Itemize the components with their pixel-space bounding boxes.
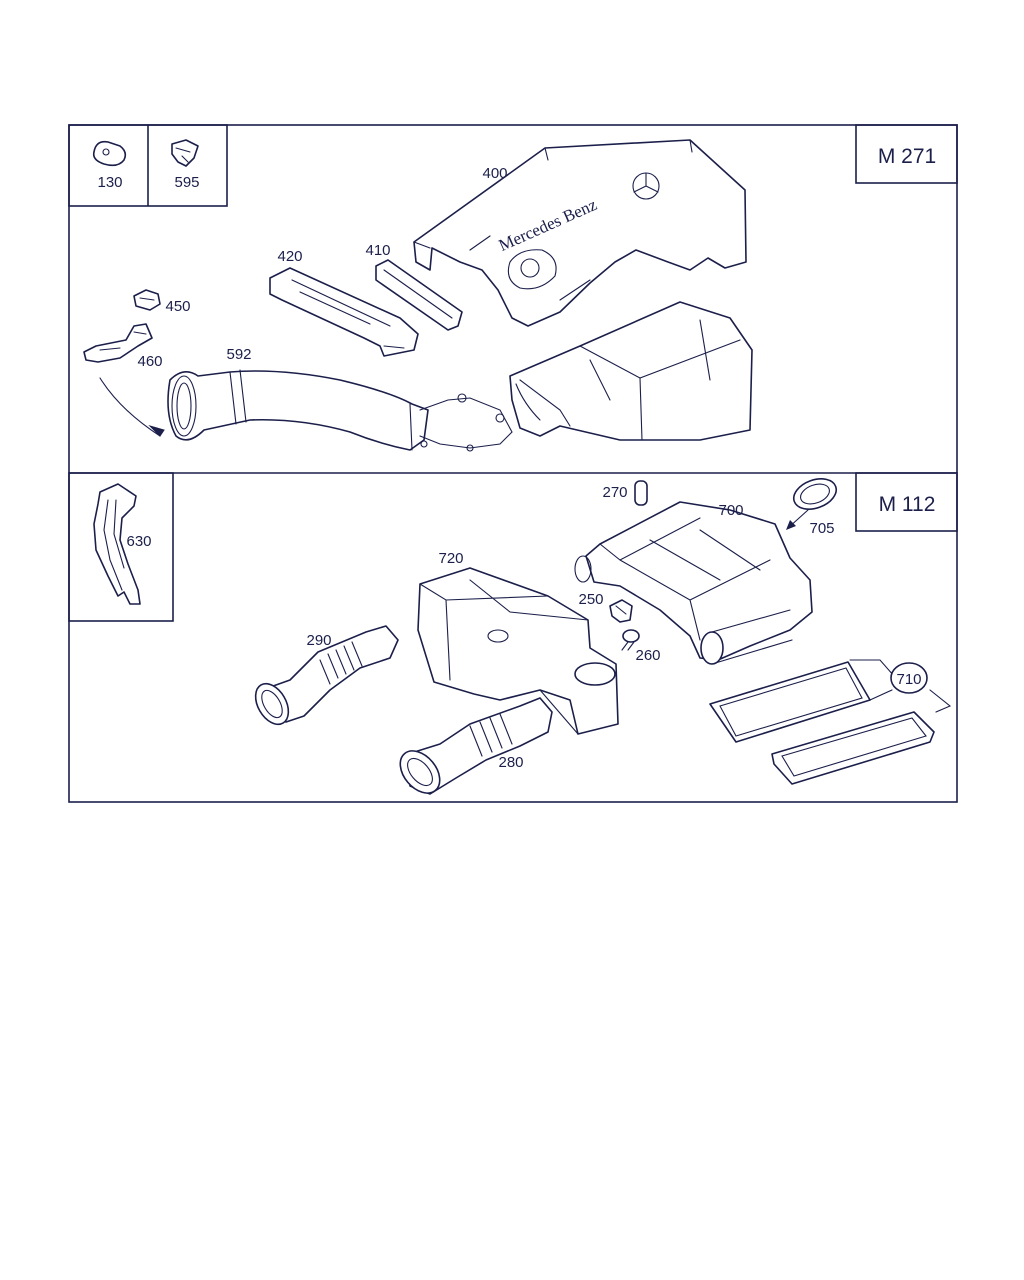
pointer-arrow-460 [99, 377, 165, 437]
label-705: 705 [809, 520, 834, 537]
label-290: 290 [306, 632, 331, 649]
label-700: 700 [718, 502, 743, 519]
label-460: 460 [137, 353, 162, 370]
label-280: 280 [498, 754, 523, 771]
part-710-filter-elements [709, 659, 952, 785]
part-280-intake-hose [399, 697, 553, 795]
label-410: 410 [365, 242, 390, 259]
label-630: 630 [126, 533, 151, 550]
part-705-ring-seal [786, 478, 838, 530]
part-450-clip [133, 289, 161, 311]
engine-code-bottom: M 112 [879, 493, 936, 516]
label-710: 710 [896, 671, 921, 688]
label-250: 250 [578, 591, 603, 608]
part-630-bracket [93, 483, 141, 605]
label-592: 592 [226, 346, 251, 363]
part-270-pin [634, 480, 648, 506]
label-260: 260 [635, 647, 660, 664]
part-595-clip [171, 139, 199, 167]
part-700-filter-housing [574, 501, 813, 665]
label-420: 420 [277, 248, 302, 265]
air-filter-housing-top [509, 301, 753, 441]
label-270: 270 [602, 484, 627, 501]
label-450: 450 [165, 298, 190, 315]
part-400-engine-cover: Mercedes Benz [413, 139, 747, 327]
part-130-grommet [92, 140, 127, 167]
part-720-intake-duct [417, 567, 619, 735]
part-592-intake-hose [167, 369, 513, 452]
label-130: 130 [97, 174, 122, 191]
part-260-bolt [621, 629, 640, 651]
label-595: 595 [174, 174, 199, 191]
part-420-bracket [269, 267, 419, 357]
label-720: 720 [438, 550, 463, 567]
part-250-clip [609, 599, 633, 623]
label-400: 400 [482, 165, 507, 182]
engine-code-top: M 271 [878, 145, 936, 168]
part-290-intake-hose [254, 625, 399, 726]
part-410-seal-strip [375, 259, 463, 331]
diagram-frame [68, 124, 958, 803]
part-460-bracket [83, 323, 153, 363]
label-710-circle [890, 662, 928, 694]
